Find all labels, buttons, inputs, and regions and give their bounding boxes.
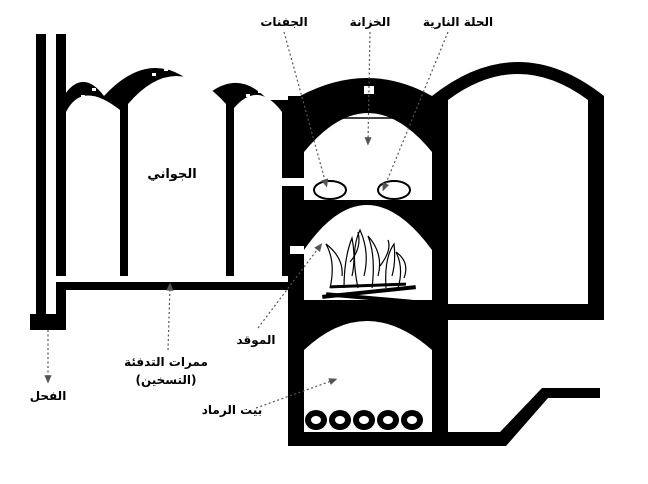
label-halla: الحلة النارية — [423, 15, 493, 29]
label-mawqid: الموقد — [237, 333, 276, 348]
right-vault — [432, 56, 604, 320]
jawani-hall — [56, 66, 290, 290]
label-jifanat: الجفنات — [260, 15, 307, 29]
fire-flames — [325, 228, 407, 289]
label-jawani: الجواني — [147, 167, 196, 182]
firewood — [322, 282, 416, 304]
leader-lines — [44, 31, 449, 409]
ash-pots — [305, 410, 423, 430]
drain-channel — [448, 388, 600, 446]
label-bayt-ramad: بيت الرماد — [202, 403, 262, 417]
label-khazana: الخزانة — [350, 15, 391, 29]
boiler-block — [282, 78, 448, 446]
label-mamarrat: ممرات التدفئة — [124, 355, 208, 369]
label-mamarrat-sub: (التسخين) — [135, 373, 196, 387]
label-fahl: الفحل — [30, 389, 67, 403]
